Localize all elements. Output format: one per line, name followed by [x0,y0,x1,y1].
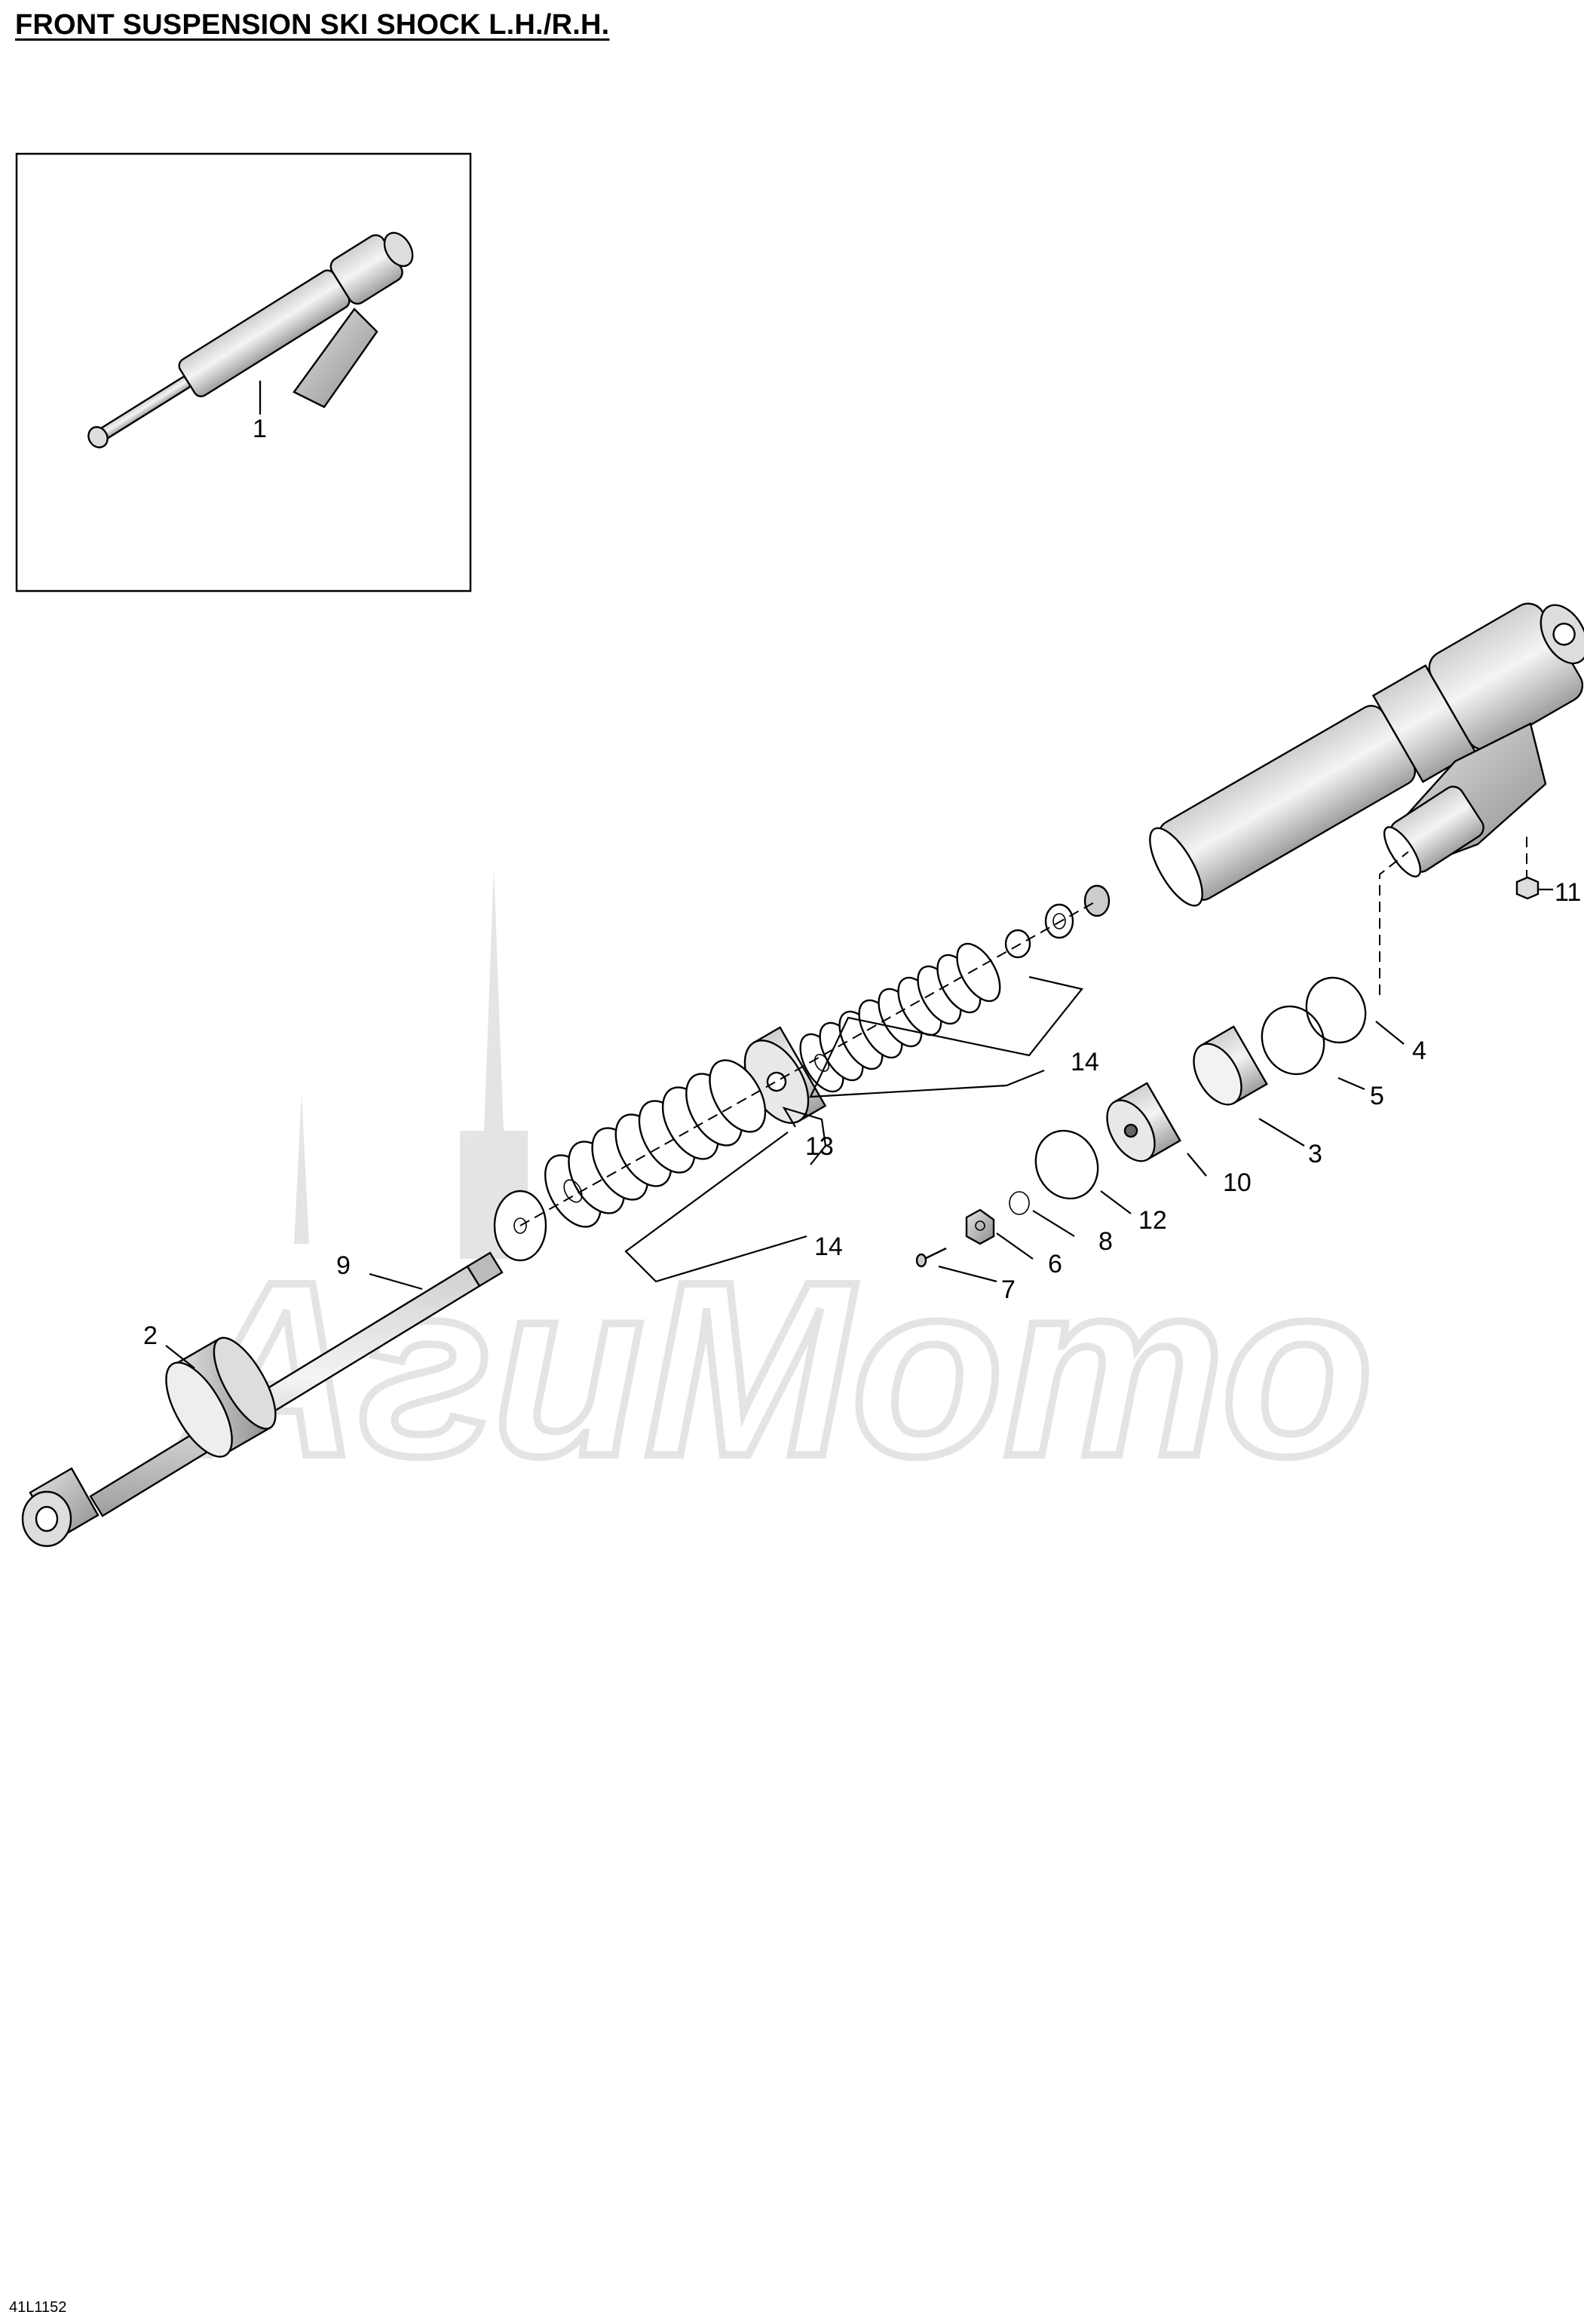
callout-6: 6 [1048,1250,1062,1278]
callout-11: 11 [1555,878,1581,907]
shim-stack-lower [493,1059,767,1262]
callouts: 1 2 3 4 5 6 7 8 9 10 11 12 13 14 14 [143,415,1581,1350]
washer-stack [1004,884,1111,959]
screw-part [915,1247,947,1268]
piston-rod-part [89,1251,504,1517]
callout-4: 4 [1412,1036,1426,1065]
shim-stack-upper [799,942,1001,1093]
callout-5: 5 [1370,1082,1384,1110]
inset-assembly-view [15,152,472,592]
o-ring-part-4 [1305,976,1367,1044]
o-ring-part-5 [1261,1005,1325,1076]
callout-7: 7 [1001,1275,1016,1304]
alignment-lines [519,837,1527,1226]
callout-9: 9 [336,1251,351,1280]
reservoir-cap-part [1106,1082,1181,1162]
rod-end-eye [21,1467,100,1548]
o-ring-part-12 [1034,1129,1099,1200]
valve-part [965,1208,995,1245]
floating-piston-part [1193,1025,1268,1106]
callout-12: 12 [1138,1206,1167,1235]
document-code: 41L1152 [9,2299,67,2316]
callout-14-upper: 14 [1071,1048,1099,1076]
seal-part-8 [1009,1191,1030,1215]
watermark-text: АгиМото [172,1229,1373,1508]
callout-3: 3 [1308,1140,1322,1168]
callout-14-lower: 14 [814,1232,843,1261]
callout-1: 1 [253,415,267,443]
page-title: FRONT SUSPENSION SKI SHOCK L.H./R.H. [15,9,610,41]
bearing-cap-part [165,1337,277,1458]
watermark: АгиМото [168,867,1377,1511]
shock-body [1149,602,1584,907]
nut-part [1515,876,1540,900]
callout-10: 10 [1223,1168,1252,1197]
callout-2: 2 [143,1321,158,1350]
callout-8: 8 [1098,1227,1113,1256]
leader-lines [165,381,1553,1369]
callout-13: 13 [805,1132,834,1161]
